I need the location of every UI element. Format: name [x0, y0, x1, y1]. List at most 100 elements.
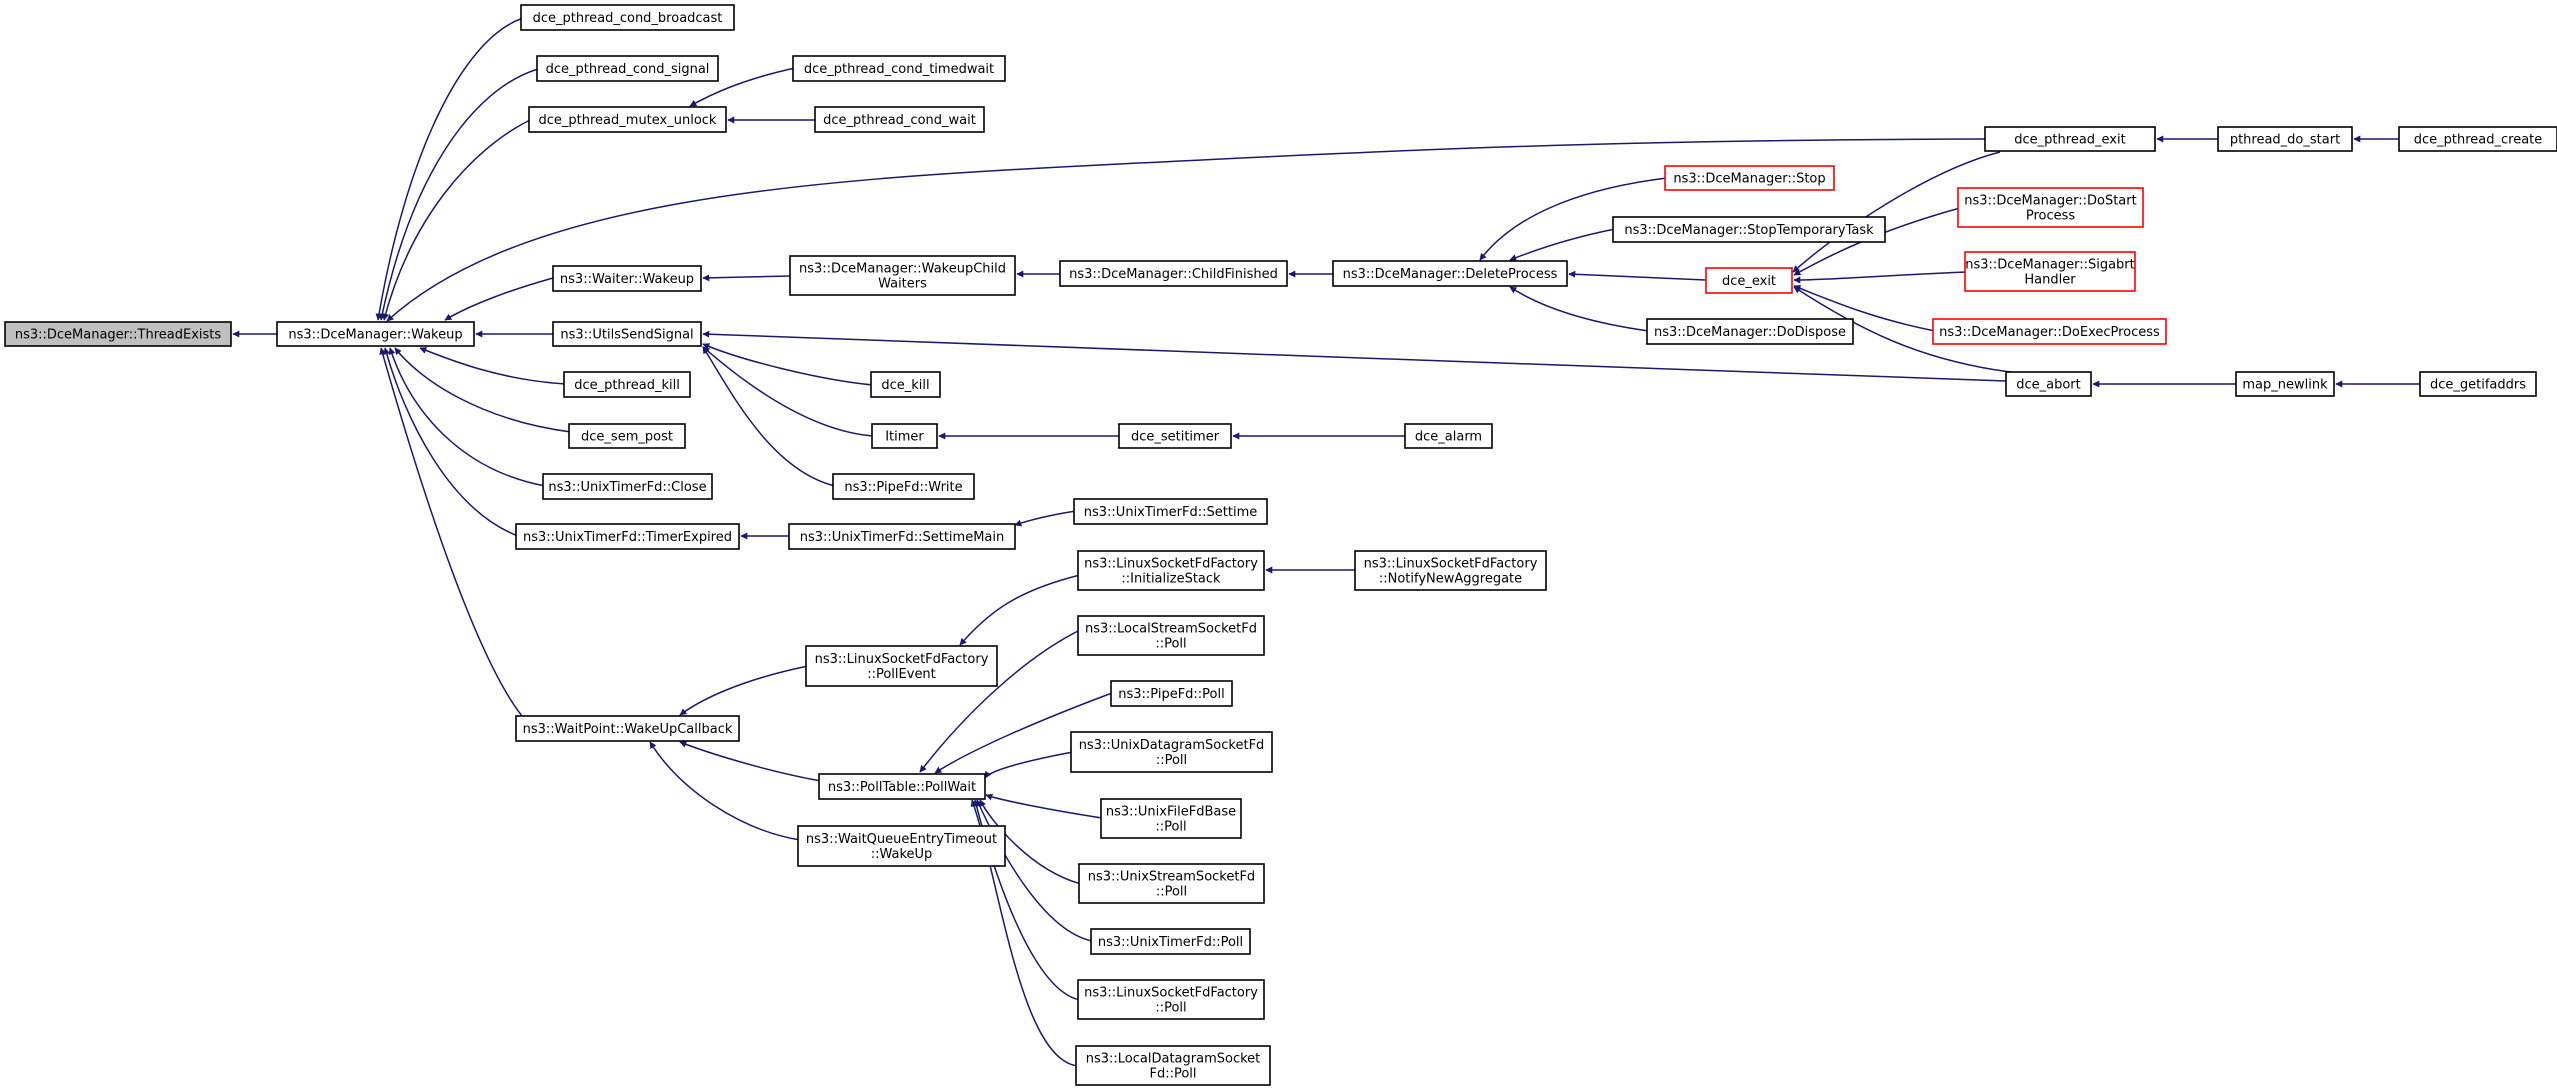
node-stop[interactable]: ns3::DceManager::Stop — [1664, 165, 1835, 191]
node-label: Handler — [2024, 273, 2076, 288]
node-child_finished[interactable]: ns3::DceManager::ChildFinished — [1059, 260, 1288, 287]
node-label: ::Poll — [1155, 820, 1186, 835]
node-itimer[interactable]: Itimer — [871, 423, 938, 449]
node-unixdgram_poll[interactable]: ns3::UnixDatagramSocketFd::Poll — [1070, 731, 1273, 773]
node-pthread_exit[interactable]: dce_pthread_exit — [1984, 126, 2156, 152]
node-label: dce_pthread_create — [2414, 133, 2543, 148]
node-wakeup[interactable]: ns3::DceManager::Wakeup — [276, 321, 475, 347]
node-stop_temp[interactable]: ns3::DceManager::StopTemporaryTask — [1612, 216, 1886, 243]
node-label: ns3::UnixTimerFd::Settime — [1084, 505, 1257, 520]
node-sem_post[interactable]: dce_sem_post — [568, 423, 686, 449]
edge-unixstream_poll-to-polltable — [979, 799, 1082, 885]
node-label: dce_getifaddrs — [2430, 378, 2526, 393]
node-waitqueue[interactable]: ns3::WaitQueueEntryTimeout::WakeUp — [797, 825, 1006, 867]
node-box — [1077, 615, 1265, 656]
node-pthread_create[interactable]: dce_pthread_create — [2398, 126, 2557, 152]
node-cond_signal[interactable]: dce_pthread_cond_signal — [536, 55, 719, 82]
node-box — [792, 55, 1006, 82]
node-box — [788, 523, 1016, 550]
node-label: dce_pthread_cond_broadcast — [533, 11, 723, 26]
node-box — [520, 4, 735, 31]
node-cond_broadcast[interactable]: dce_pthread_cond_broadcast — [520, 4, 735, 31]
edge-localstream_poll-to-polltable — [919, 629, 1081, 773]
node-setitimer[interactable]: dce_setitimer — [1118, 423, 1232, 449]
node-dodispose[interactable]: ns3::DceManager::DoDispose — [1646, 318, 1854, 345]
edge-pipe_write-to-utils_send — [702, 346, 836, 487]
node-pipe_poll[interactable]: ns3::PipeFd::Poll — [1110, 680, 1233, 707]
node-alarm[interactable]: dce_alarm — [1404, 423, 1493, 449]
node-map_newlink[interactable]: map_newlink — [2235, 371, 2335, 397]
edge-sem_post-to-wakeup — [394, 347, 572, 433]
node-box — [870, 371, 941, 398]
node-label: ::PollEvent — [867, 667, 936, 682]
node-label: ns3::LocalDatagramSocket — [1086, 1052, 1261, 1067]
node-box — [1354, 550, 1547, 591]
node-waitpoint[interactable]: ns3::WaitPoint::WakeUpCallback — [515, 715, 740, 742]
node-cond_timedwait[interactable]: dce_pthread_cond_timedwait — [792, 55, 1006, 82]
node-box — [552, 321, 702, 347]
node-label: dce_setitimer — [1131, 430, 1220, 445]
node-pthread_kill[interactable]: dce_pthread_kill — [563, 371, 691, 398]
node-settime_main[interactable]: ns3::UnixTimerFd::SettimeMain — [788, 523, 1016, 550]
node-polltable[interactable]: ns3::PollTable::PollWait — [818, 773, 986, 800]
edge-timer_close-to-wakeup — [388, 347, 546, 487]
edge-stop-to-delete_process — [1479, 177, 1668, 261]
edge-waitqueue-to-waitpoint — [649, 741, 801, 841]
node-notify_agg[interactable]: ns3::LinuxSocketFdFactory::NotifyNewAggr… — [1354, 550, 1547, 591]
node-timer_expired[interactable]: ns3::UnixTimerFd::TimerExpired — [515, 523, 740, 550]
node-label: ns3::UtilsSendSignal — [560, 328, 693, 343]
node-label: map_newlink — [2242, 378, 2328, 393]
node-linuxsock_poll[interactable]: ns3::LinuxSocketFdFactory::Poll — [1077, 979, 1265, 1020]
node-init_stack[interactable]: ns3::LinuxSocketFdFactory::InitializeSta… — [1077, 550, 1265, 591]
node-unixstream_poll[interactable]: ns3::UnixStreamSocketFd::Poll — [1078, 863, 1265, 904]
node-box — [814, 106, 985, 133]
node-label: ns3::UnixStreamSocketFd — [1088, 870, 1255, 885]
node-unixtimer_poll[interactable]: ns3::UnixTimerFd::Poll — [1090, 928, 1251, 955]
edge-cond_timedwait-to-mutex_unlock — [689, 67, 796, 107]
node-label: dce_pthread_cond_timedwait — [804, 62, 994, 77]
node-box — [1090, 928, 1251, 955]
node-waiter_wakeup[interactable]: ns3::Waiter::Wakeup — [552, 265, 702, 292]
node-box — [1404, 423, 1493, 449]
node-box — [789, 255, 1016, 296]
node-box — [1077, 550, 1265, 591]
node-doexec[interactable]: ns3::DceManager::DoExecProcess — [1932, 318, 2167, 345]
node-dce_kill[interactable]: dce_kill — [870, 371, 941, 398]
node-box — [1646, 318, 1854, 345]
node-pthread_do_start[interactable]: pthread_do_start — [2217, 126, 2353, 152]
node-box — [1705, 267, 1793, 294]
node-getifaddrs[interactable]: dce_getifaddrs — [2419, 371, 2537, 397]
node-cond_wait[interactable]: dce_pthread_cond_wait — [814, 106, 985, 133]
edge-doexec-to-dce_exit — [1793, 285, 1936, 332]
node-utils_send[interactable]: ns3::UtilsSendSignal — [552, 321, 702, 347]
edge-itimer-to-utils_send — [702, 346, 874, 437]
node-pipe_write[interactable]: ns3::PipeFd::Write — [832, 473, 975, 500]
node-box — [1118, 423, 1232, 449]
node-timer_close[interactable]: ns3::UnixTimerFd::Close — [542, 473, 713, 500]
node-box — [2419, 371, 2537, 397]
node-threadexists[interactable]: ns3::DceManager::ThreadExists — [4, 321, 232, 347]
node-unixfile_poll[interactable]: ns3::UnixFileFdBase::Poll — [1100, 798, 1242, 839]
node-poll_event[interactable]: ns3::LinuxSocketFdFactory::PollEvent — [805, 645, 998, 687]
node-dce_exit[interactable]: dce_exit — [1705, 267, 1793, 294]
node-label: ns3::DceManager::Stop — [1673, 172, 1825, 187]
node-dce_abort[interactable]: dce_abort — [2005, 371, 2092, 397]
edge-stop_temp-to-delete_process — [1509, 228, 1616, 261]
node-label: ns3::UnixTimerFd::TimerExpired — [523, 530, 732, 545]
node-label: dce_alarm — [1415, 430, 1482, 445]
node-label: ns3::DceManager::DoDispose — [1654, 325, 1846, 340]
node-mutex_unlock[interactable]: dce_pthread_mutex_unlock — [528, 106, 727, 133]
node-delete_process[interactable]: ns3::DceManager::DeleteProcess — [1332, 260, 1568, 287]
node-box — [1078, 863, 1265, 904]
node-label: dce_abort — [2016, 378, 2081, 393]
node-settime[interactable]: ns3::UnixTimerFd::Settime — [1073, 498, 1268, 525]
node-label: pthread_do_start — [2230, 133, 2340, 148]
node-label: dce_pthread_mutex_unlock — [539, 113, 717, 128]
node-box — [2235, 371, 2335, 397]
node-localstream_poll[interactable]: ns3::LocalStreamSocketFd::Poll — [1077, 615, 1265, 656]
